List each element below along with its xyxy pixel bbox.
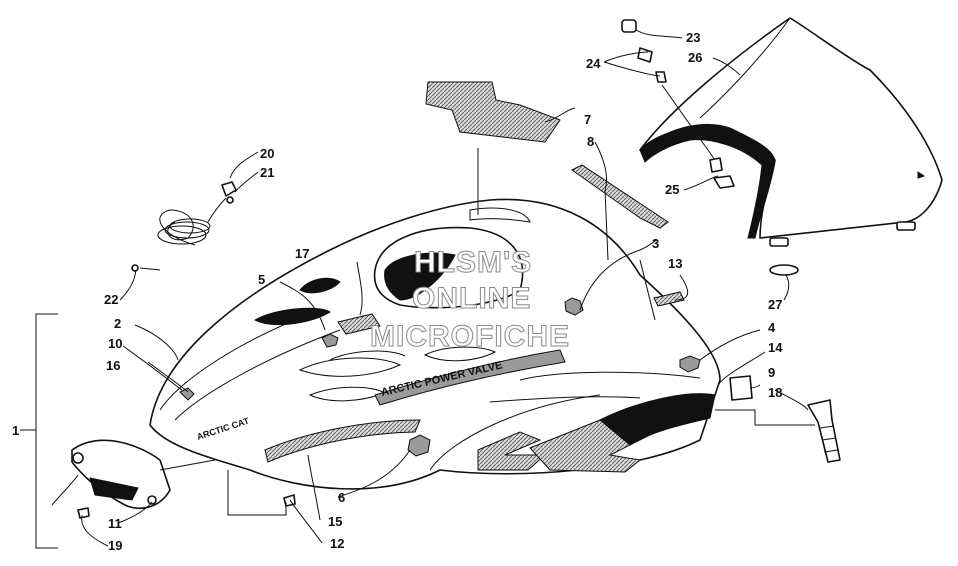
strap-18 — [807, 399, 841, 463]
watermark: HLSM'S ONLINE MICROFICHE — [370, 246, 570, 354]
callout-10: 10 — [108, 336, 122, 351]
svg-text:HLSM'S: HLSM'S — [414, 246, 532, 279]
callout-3: 3 — [652, 236, 659, 251]
decal-13 — [653, 291, 685, 307]
callout-20: 20 — [260, 146, 274, 161]
hood-assembly — [149, 198, 721, 490]
callout-21: 21 — [260, 165, 274, 180]
callout-labels: 1 2 3 4 5 6 7 8 9 10 11 12 13 14 15 16 1… — [12, 30, 783, 553]
callout-27: 27 — [768, 297, 782, 312]
callout-17: 17 — [295, 246, 309, 261]
callout-2: 2 — [114, 316, 121, 331]
callout-16: 16 — [106, 358, 120, 373]
decal-3 — [564, 297, 584, 316]
screw-19 — [77, 507, 90, 519]
callout-12: 12 — [330, 536, 344, 551]
decal-4 — [679, 355, 701, 373]
callout-11: 11 — [108, 516, 122, 531]
callout-24: 24 — [586, 56, 601, 71]
windshield-26 — [639, 17, 943, 247]
callout-8: 8 — [587, 134, 594, 149]
callout-1: 1 — [12, 423, 19, 438]
callout-19: 19 — [108, 538, 122, 553]
callout-14: 14 — [768, 340, 783, 355]
callout-7: 7 — [584, 112, 591, 127]
callout-26: 26 — [688, 50, 702, 65]
bracket-9 — [729, 375, 753, 401]
leader-lines — [20, 29, 815, 549]
washer-27 — [769, 264, 799, 276]
callout-6: 6 — [338, 490, 345, 505]
callout-9: 9 — [768, 365, 775, 380]
windshield-hardware — [621, 19, 735, 189]
decal-6 — [407, 434, 431, 457]
callout-4: 4 — [768, 320, 776, 335]
callout-23: 23 — [686, 30, 700, 45]
svg-text:MICROFICHE: MICROFICHE — [370, 320, 570, 353]
callout-5: 5 — [258, 272, 265, 287]
callout-15: 15 — [328, 514, 342, 529]
callout-25: 25 — [665, 182, 679, 197]
decal-17 — [337, 313, 381, 335]
tether-cord — [131, 181, 237, 272]
callout-22: 22 — [104, 292, 118, 307]
model-decal — [477, 393, 716, 473]
headlight-11 — [71, 439, 171, 509]
strip-8 — [571, 164, 669, 229]
callout-13: 13 — [668, 256, 682, 271]
vent-decal-7 — [425, 81, 561, 143]
svg-text:ONLINE: ONLINE — [412, 282, 531, 315]
decal-5 — [321, 333, 339, 348]
callout-18: 18 — [768, 385, 782, 400]
